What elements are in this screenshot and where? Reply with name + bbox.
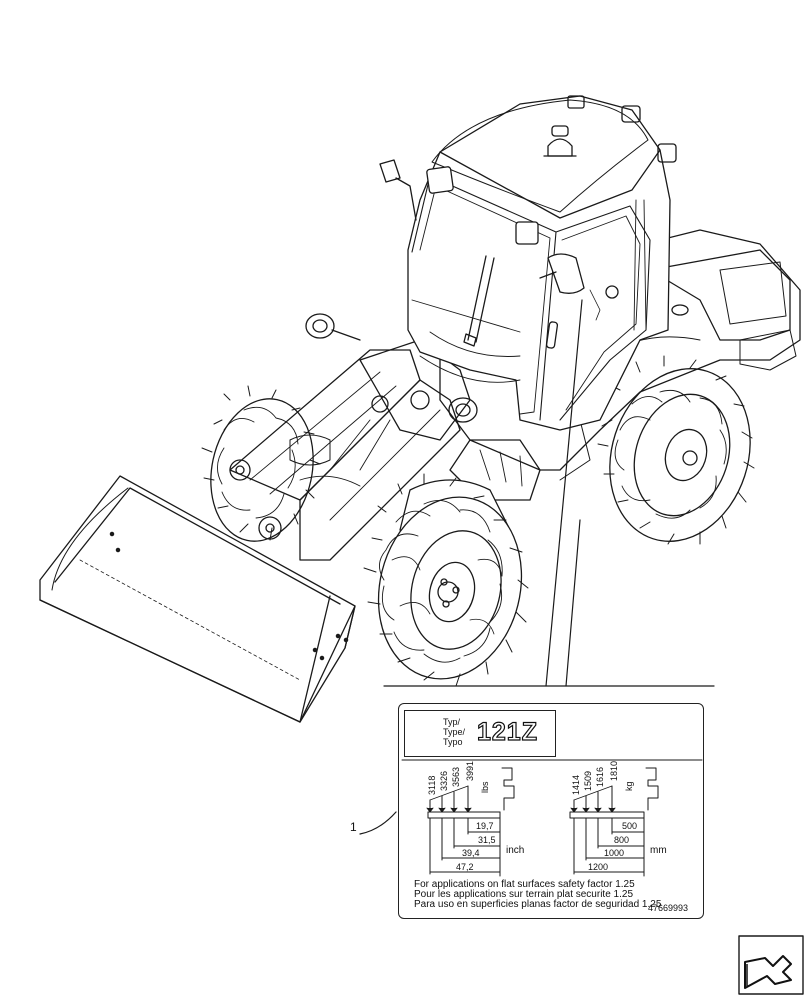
cab	[407, 95, 671, 431]
next-page-button[interactable]	[739, 936, 803, 994]
safety-text-en: For applications on flat surfaces safety…	[414, 879, 635, 890]
front-right-wheel	[363, 473, 529, 687]
safety-text-fr: Pour les applications sur terrain plat s…	[414, 889, 634, 900]
callout-number: 1	[350, 820, 357, 834]
cab-accessories	[379, 95, 677, 294]
loader-body	[439, 229, 801, 501]
lbs-distance-3: 39,4	[462, 848, 480, 858]
type-line-2: Type/	[443, 727, 466, 737]
kg-distance-unit: mm	[650, 845, 667, 856]
kg-distance-2: 800	[614, 835, 630, 845]
kg-load-3: 1616	[595, 766, 605, 787]
lbs-load-2: 3326	[439, 770, 449, 791]
lbs-distance-4: 47,2	[456, 862, 474, 872]
lbs-distance-1: 19,7	[476, 821, 494, 831]
leader-lines	[359, 299, 715, 835]
load-chart-graphics	[401, 759, 703, 877]
kg-load-1: 1414	[571, 774, 581, 795]
part-number: 47669993	[648, 903, 689, 913]
bucket	[39, 475, 356, 723]
kg-unit: kg	[624, 781, 634, 791]
type-label: Typ/ Type/ Typo	[443, 717, 465, 747]
lbs-load-4: 3991	[465, 760, 475, 781]
model-code: 121Z	[476, 717, 538, 746]
type-line-1: Typ/	[443, 717, 461, 727]
type-box: Typ/ Type/ Typo 121Z	[404, 710, 556, 757]
next-page-arrow-icon	[744, 955, 792, 989]
lbs-distance-unit: inch	[506, 845, 525, 856]
kg-load-4: 1810	[609, 760, 619, 781]
kg-distance-4: 1200	[588, 862, 609, 872]
type-line-3: Typo	[443, 737, 463, 747]
front-left-wheel	[201, 385, 321, 542]
decal-frame	[398, 703, 704, 919]
kg-distance-3: 1000	[604, 848, 625, 858]
lbs-load-3: 3563	[451, 766, 461, 787]
nav-frame	[738, 935, 804, 995]
lbs-load-1: 3118	[427, 775, 437, 795]
safety-text-es: Para uso en superficies planas factor de…	[414, 899, 662, 910]
lbs-distance-2: 31,5	[478, 835, 496, 845]
kg-distance-1: 500	[622, 821, 638, 831]
kg-load-2: 1509	[583, 770, 593, 791]
lbs-unit: lbs	[480, 781, 490, 793]
